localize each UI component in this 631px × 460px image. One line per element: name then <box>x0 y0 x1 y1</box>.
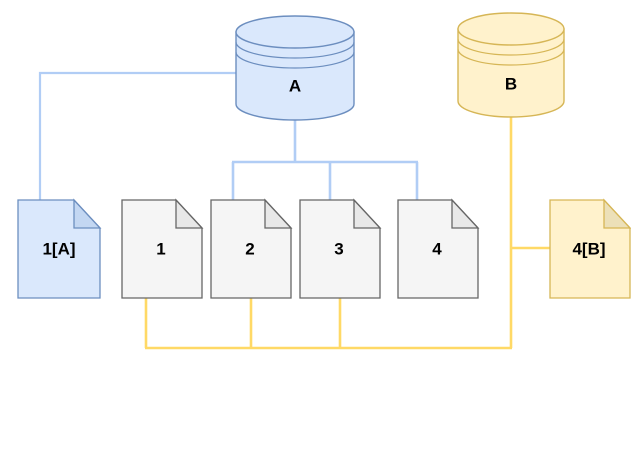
node-database-a[interactable]: A <box>235 15 355 121</box>
database-a-label: A <box>289 76 301 95</box>
document-4-label: 4 <box>432 239 442 258</box>
document-1-fold <box>175 198 204 229</box>
node-document-3[interactable]: 3 <box>299 198 382 299</box>
document-4b-label: 4[B] <box>572 239 605 258</box>
document-1a-label: 1[A] <box>42 239 75 258</box>
cylinder-a-body <box>235 31 355 121</box>
node-document-2[interactable]: 2 <box>210 198 293 299</box>
document-1a-fold <box>73 198 102 229</box>
document-1-label: 1 <box>156 239 165 258</box>
node-document-1a[interactable]: 1[A] <box>17 198 102 299</box>
cylinder-b-disk-line-1 <box>457 38 565 56</box>
edge-layer <box>38 71 552 350</box>
database-b-label: B <box>505 74 517 93</box>
cylinder-a-disk-line-2 <box>235 51 355 69</box>
cylinder-b-top <box>457 12 565 46</box>
document-4b-fold <box>603 198 631 229</box>
node-database-b[interactable]: B <box>457 12 565 118</box>
cylinder-a-disk-line-1 <box>235 41 355 59</box>
node-document-4[interactable]: 4 <box>397 198 480 299</box>
node-document-1[interactable]: 1 <box>121 198 204 299</box>
document-2-fold <box>264 198 293 229</box>
cylinder-b-disk-line-2 <box>457 48 565 66</box>
document-2-label: 2 <box>245 239 254 258</box>
document-3-fold <box>353 198 382 229</box>
cylinder-a-top <box>235 15 355 49</box>
edge-a-to-1a <box>38 71 236 202</box>
node-document-4b[interactable]: 4[B] <box>549 198 631 299</box>
document-4-fold <box>451 198 480 229</box>
document-3-label: 3 <box>334 239 343 258</box>
cylinder-b-body <box>457 28 565 118</box>
